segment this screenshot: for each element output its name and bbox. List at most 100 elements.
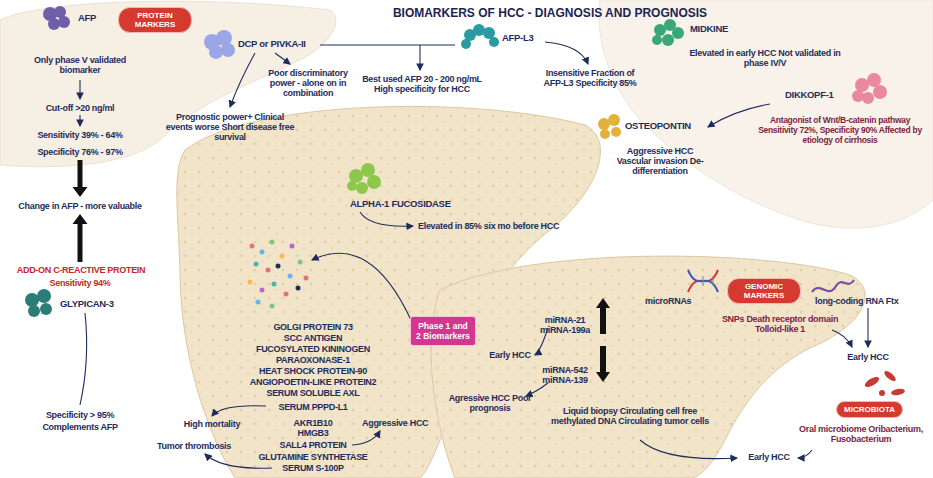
annotation-text: FUCOSYLATED KININOGEN — [238, 344, 388, 354]
marker-name: DCP or PIVKA-II — [238, 39, 333, 49]
annotation-text: Prognostic power+ Clinical events worse … — [162, 112, 298, 142]
dna-icon — [688, 270, 718, 292]
annotation-text: Insensitive Fraction of AFP-L3 Specifici… — [535, 68, 645, 88]
annotation-text: AKR1B10 — [263, 418, 363, 428]
annotation-text: GLUTAMINE SYNTHETASE — [248, 452, 378, 462]
dikkopf-icon — [867, 73, 881, 87]
biomarker-dots — [248, 280, 253, 285]
afp-l3-icon — [461, 24, 499, 49]
annotation-text: Specificity > 95% — [20, 410, 140, 420]
annotation-text: miRNA-542 miRNA-139 — [535, 365, 595, 385]
marker-name: AFP-L3 — [502, 33, 557, 43]
fucosidase-icon — [347, 163, 381, 194]
annotation-text: Early HCC — [738, 452, 800, 462]
category-pill: MICROBIOTA — [836, 401, 903, 418]
biomarker-dots — [290, 244, 295, 249]
annotation-text: Best used AFP 20 - 200 ng/mL High specif… — [358, 74, 486, 94]
bold-arrow — [73, 160, 611, 382]
dcp-icon — [209, 45, 223, 59]
diagram-title: BIOMARKERS OF HCC - DIAGNOSIS AND PROGNO… — [370, 6, 730, 20]
biomarker-dots — [296, 286, 301, 291]
lncrna-icon — [812, 280, 854, 292]
annotation-text: Sensitivity 94% — [30, 278, 130, 288]
annotation-text: Early HCC — [838, 352, 898, 362]
osteopontin-icon — [598, 114, 621, 139]
annotation-text: SERUM SOLUBLE AXL — [238, 388, 388, 398]
midkine-icon — [662, 34, 674, 46]
bold-arrow — [596, 346, 610, 382]
marker-name: OSTEOPONTIN — [625, 121, 710, 131]
midkine-icon — [652, 19, 684, 46]
annotation-text: ANGIOPOETIN-LIKE PROTEIN2 — [238, 377, 388, 387]
marker-name: DIKKOPF-1 — [785, 90, 853, 100]
marker-name: AFP — [78, 13, 128, 23]
fucosidase-icon — [361, 163, 375, 177]
biomarker-dots — [250, 244, 255, 249]
annotation-text: Poor discriminatory power - alone on in … — [258, 68, 358, 98]
annotation-text: SALL4 PROTEIN — [263, 440, 363, 450]
annotation-text: PARAOXONASE-1 — [238, 355, 388, 365]
arrow-line — [320, 44, 455, 45]
biomarker-dots — [266, 268, 271, 273]
marker-name: ALPHA-1 FUCOSIDASE — [350, 199, 480, 209]
node-text: Phase 1 and 2 Biomarkers — [416, 321, 470, 341]
arrow-line — [80, 313, 87, 405]
biomarker-dots — [270, 240, 275, 245]
afp-icon — [43, 6, 70, 30]
arrow-line — [798, 450, 812, 458]
annotation-text: Aggressive HCC Vascular invasion De-diff… — [610, 146, 710, 176]
annotation-text: High mortality — [170, 419, 254, 429]
annotation-text: GOLGI PROTEIN 73 — [238, 322, 388, 332]
glypican-icon — [40, 303, 52, 315]
dcp-icon — [221, 43, 235, 57]
lncrna-icon — [812, 280, 854, 292]
dna-icon — [688, 270, 718, 292]
arrow-line — [352, 431, 380, 445]
arrow-line — [419, 45, 420, 70]
annotation-text: HMGB3 — [263, 428, 363, 438]
dikkopf-icon — [855, 78, 869, 92]
bold-arrow — [73, 214, 88, 262]
annotation-text: Early HCC — [480, 350, 540, 360]
biomarker-dots — [280, 254, 285, 259]
dna-icon — [688, 270, 718, 292]
biomarker-dots — [276, 264, 281, 269]
arrow-line — [360, 212, 413, 226]
arrow-line — [867, 308, 868, 347]
annotation-text: HEAT SHOCK PROTEIN-90 — [238, 366, 388, 376]
biomarker-dots — [284, 292, 289, 297]
midkine-icon — [672, 27, 684, 39]
bold-arrow — [73, 160, 88, 197]
category-pill: GENOMIC MARKERS — [727, 278, 801, 304]
afp-icon — [48, 18, 60, 30]
annotation-text: Elevated in 85% six mo before HCC — [418, 221, 596, 231]
fucosidase-icon — [367, 175, 381, 189]
annotation-text: long-coding RNA Ftx — [815, 296, 927, 306]
biomarker-dots — [272, 282, 277, 287]
osteopontin-icon — [611, 127, 621, 137]
arrow-line — [79, 80, 80, 99]
biomarker-dots — [256, 300, 261, 305]
dikkopf-icon — [852, 73, 887, 104]
annotation-text: Liquid biopsy Circulating cell free meth… — [540, 406, 720, 426]
marker-name: GLYPICAN-3 — [60, 299, 140, 309]
glypican-icon — [25, 289, 52, 317]
annotation-text: ADD-ON C-REACTIVE PROTEIN — [5, 265, 157, 275]
bacteria-icon — [879, 390, 885, 396]
osteopontin-icon — [608, 114, 620, 126]
arrow-line — [545, 42, 588, 64]
node-text: PROTEIN MARKERS — [126, 11, 184, 29]
annotation-text: Oral microbiome Oribacterium, Fusobacter… — [793, 424, 929, 444]
biomarker-dots — [270, 304, 275, 309]
arrow-line — [832, 330, 852, 347]
annotation-text: SNPs Death receptor domain Tolloid-like … — [718, 314, 842, 334]
biomarker-dots — [248, 240, 309, 309]
annotation-text: SERUM PPPD-L1 — [258, 402, 368, 412]
fucosidase-icon — [356, 182, 368, 194]
annotation-text: Cut-off >20 ng/ml — [30, 103, 130, 113]
annotation-text: SCC ANTIGEN — [238, 333, 388, 343]
dna-icon — [693, 276, 713, 286]
